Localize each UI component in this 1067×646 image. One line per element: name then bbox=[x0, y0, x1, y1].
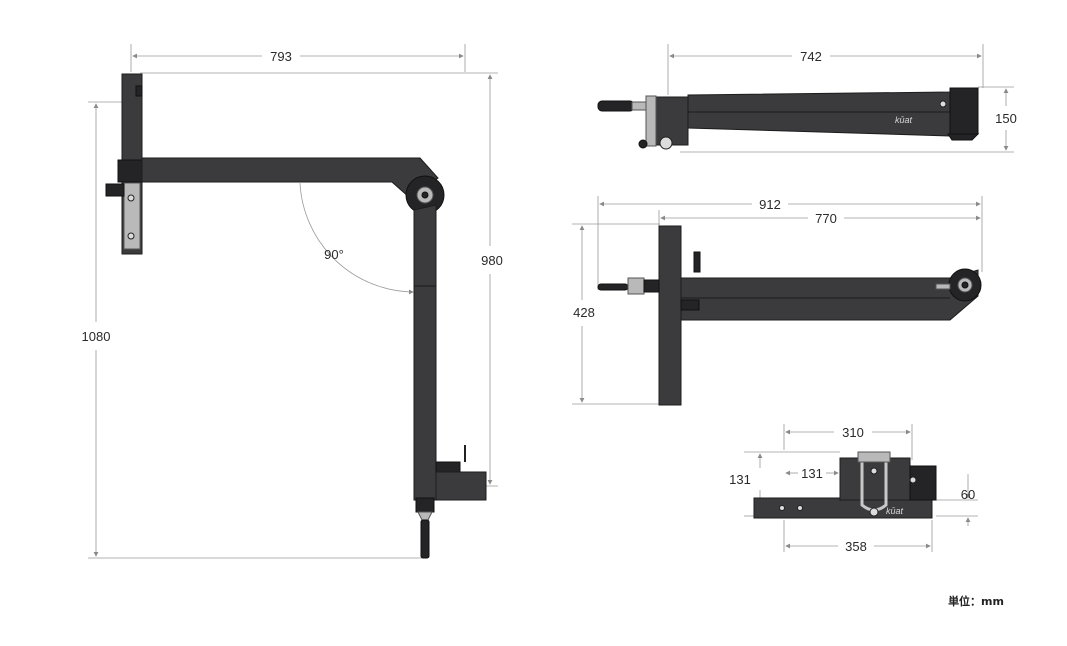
dimension-793: 793 bbox=[130, 44, 466, 72]
dimension-label-793: 793 bbox=[270, 49, 292, 64]
dimension-label-131-height: 131 bbox=[729, 472, 751, 487]
dimension-150: 150 bbox=[680, 86, 1017, 153]
mast-knob bbox=[105, 183, 125, 197]
front-brand-logo: kūat bbox=[886, 506, 904, 516]
top-right-view: 742 150 kūat bbox=[597, 44, 1017, 153]
hitch-pin bbox=[420, 519, 430, 559]
mast-clamp bbox=[117, 159, 145, 183]
dimension-912: 912 bbox=[597, 196, 983, 290]
hitch-clip bbox=[435, 461, 461, 473]
handle-grip bbox=[597, 100, 635, 112]
dimension-label-131-width: 131 bbox=[801, 466, 823, 481]
clamp-bolt bbox=[659, 136, 673, 150]
dimension-131-width: 131 bbox=[785, 466, 839, 481]
dimension-60: 60 bbox=[936, 474, 978, 526]
dimension-label-770: 770 bbox=[815, 211, 837, 226]
side-arm bbox=[680, 269, 979, 321]
dimension-428: 428 bbox=[572, 223, 660, 405]
bottom-right-view: 310 131 131 60 358 bbox=[729, 424, 978, 554]
dimension-label-980: 980 bbox=[481, 253, 503, 268]
brand-logo: kūat bbox=[895, 115, 913, 125]
front-clamp bbox=[839, 457, 911, 501]
dimension-label-310: 310 bbox=[842, 425, 864, 440]
angle-label: 90° bbox=[324, 247, 344, 262]
dimension-1080: 1080 bbox=[82, 101, 428, 559]
left-view-rack bbox=[105, 73, 487, 559]
middle-right-view: 912 770 428 bbox=[572, 196, 983, 406]
dimension-label-150: 150 bbox=[995, 111, 1017, 126]
dimension-980: 980 bbox=[140, 72, 503, 487]
hitch-block bbox=[435, 471, 487, 501]
angle-90: 90° bbox=[299, 182, 414, 295]
dimension-358: 358 bbox=[783, 520, 933, 554]
dimension-label-912: 912 bbox=[759, 197, 781, 212]
dimension-742: 742 bbox=[667, 44, 984, 95]
dimension-label-1080: 1080 bbox=[82, 329, 111, 344]
front-view-rack: kūat bbox=[753, 451, 937, 519]
dimension-label-358: 358 bbox=[845, 539, 867, 554]
dimension-label-60: 60 bbox=[961, 487, 975, 502]
side-view-rack bbox=[597, 225, 982, 406]
vertical-arm bbox=[413, 204, 437, 501]
dimension-310: 310 bbox=[783, 424, 913, 460]
side-mast bbox=[658, 225, 682, 406]
horizontal-arm bbox=[141, 157, 439, 199]
dimension-label-742: 742 bbox=[800, 49, 822, 64]
left-view: 793 980 1080 90° bbox=[82, 44, 503, 559]
dimension-label-428: 428 bbox=[573, 305, 595, 320]
unit-label: 単位：mm bbox=[948, 594, 1004, 608]
top-view-rack: kūat bbox=[597, 87, 980, 150]
dimension-770: 770 bbox=[658, 210, 981, 226]
